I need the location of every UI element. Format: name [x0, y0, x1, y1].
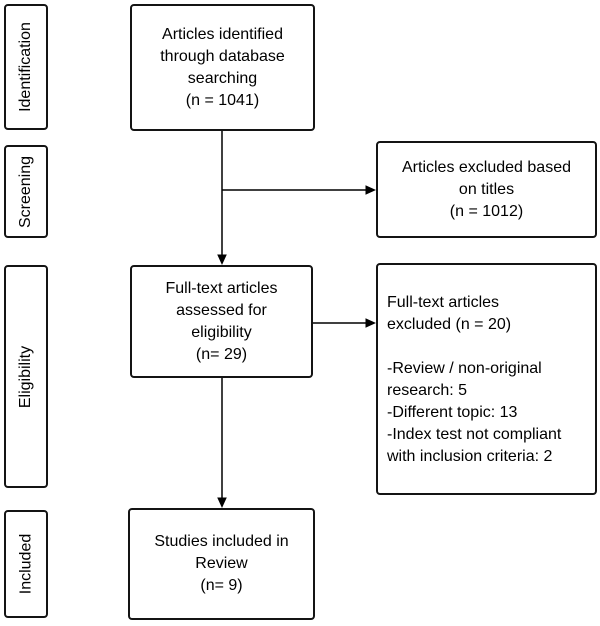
stage-label-text: Eligibility [17, 345, 34, 408]
box-articles-identified-text: Articles identified through database sea… [160, 25, 285, 109]
box-articles-identified: Articles identified through database sea… [130, 4, 315, 131]
stage-label-screening: Screening [4, 145, 48, 238]
stage-label-text: Identification [17, 22, 34, 112]
stage-label-text: Screening [17, 155, 35, 228]
arrow-identified-to-assessed [217, 131, 227, 265]
stage-label-eligibility: Eligibility [4, 265, 48, 488]
box-fulltext-assessed: Full-text articles assessed for eligibil… [130, 265, 313, 378]
arrow-assessed-to-fulltext-excluded [313, 318, 376, 328]
stage-label-text: Included [17, 533, 34, 595]
arrow-branch-to-excluded-titles [222, 185, 376, 195]
arrow-assessed-to-included [217, 378, 227, 508]
box-fulltext-excluded-text: Full-text articles excluded (n = 20) -Re… [387, 294, 562, 465]
box-studies-included-text: Studies included in Review (n= 9) [154, 533, 289, 594]
box-articles-excluded-titles-text: Articles excluded based on titles (n = 1… [402, 158, 571, 220]
stage-label-included: Included [4, 510, 48, 618]
box-fulltext-excluded: Full-text articles excluded (n = 20) -Re… [376, 263, 597, 495]
box-articles-excluded-titles: Articles excluded based on titles (n = 1… [376, 141, 597, 238]
box-studies-included: Studies included in Review (n= 9) [128, 508, 315, 620]
box-fulltext-assessed-text: Full-text articles assessed for eligibil… [165, 279, 278, 363]
stage-label-identification: Identification [4, 4, 48, 130]
